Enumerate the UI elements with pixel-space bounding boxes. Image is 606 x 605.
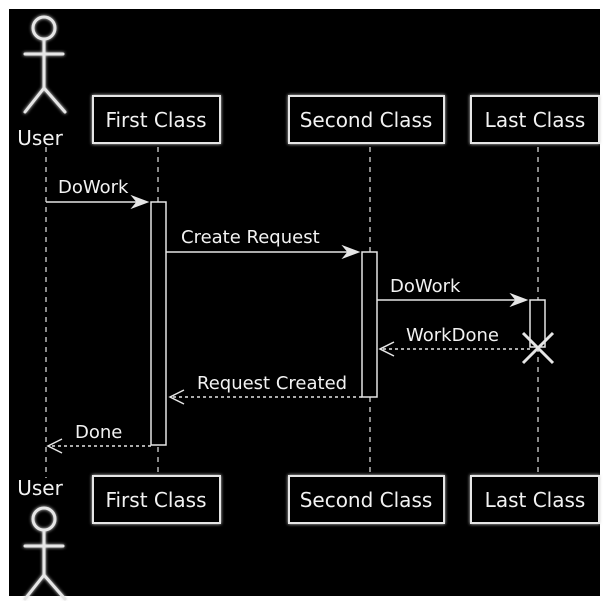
message-first-to-second-create-request: Create Request	[166, 227, 361, 260]
activation-first-class	[150, 201, 167, 446]
participant-last-class-top: Last Class	[470, 95, 600, 144]
participant-second-class-top: Second Class	[288, 95, 445, 144]
actor-user-top	[23, 15, 67, 114]
participant-label-second-class-bottom: Second Class	[300, 488, 433, 512]
activation-second-class	[361, 251, 378, 398]
message-label-dowork-2: DoWork	[390, 276, 461, 297]
participant-last-class-bottom: Last Class	[470, 475, 600, 524]
participant-label-first-class-top: First Class	[105, 108, 206, 132]
message-label-create-request: Create Request	[181, 227, 320, 248]
participant-first-class-bottom: First Class	[92, 475, 221, 524]
message-label-workdone: WorkDone	[406, 325, 499, 346]
message-first-to-user-done: Done	[46, 422, 151, 454]
message-label-dowork-1: DoWork	[58, 177, 129, 198]
participant-first-class-top: First Class	[92, 95, 221, 144]
actor-label-user-bottom: User	[17, 476, 63, 500]
message-last-to-second-workdone: WorkDone	[378, 325, 530, 357]
message-label-done: Done	[75, 422, 122, 443]
participant-second-class-bottom: Second Class	[288, 475, 445, 524]
participant-label-first-class-bottom: First Class	[105, 488, 206, 512]
message-user-to-first-dowork: DoWork	[46, 177, 150, 210]
actor-label-user-top: User	[17, 126, 63, 150]
message-second-to-last-dowork: DoWork	[377, 276, 529, 308]
participant-label-last-class-top: Last Class	[485, 108, 586, 132]
activation-last-class	[529, 299, 546, 348]
participant-label-last-class-bottom: Last Class	[485, 488, 586, 512]
message-label-request-created: Request Created	[197, 373, 347, 394]
message-second-to-first-request-created: Request Created	[168, 373, 362, 405]
actor-user-bottom	[23, 506, 67, 601]
destroy-mark-last-class	[521, 331, 555, 365]
participant-label-second-class-top: Second Class	[300, 108, 433, 132]
